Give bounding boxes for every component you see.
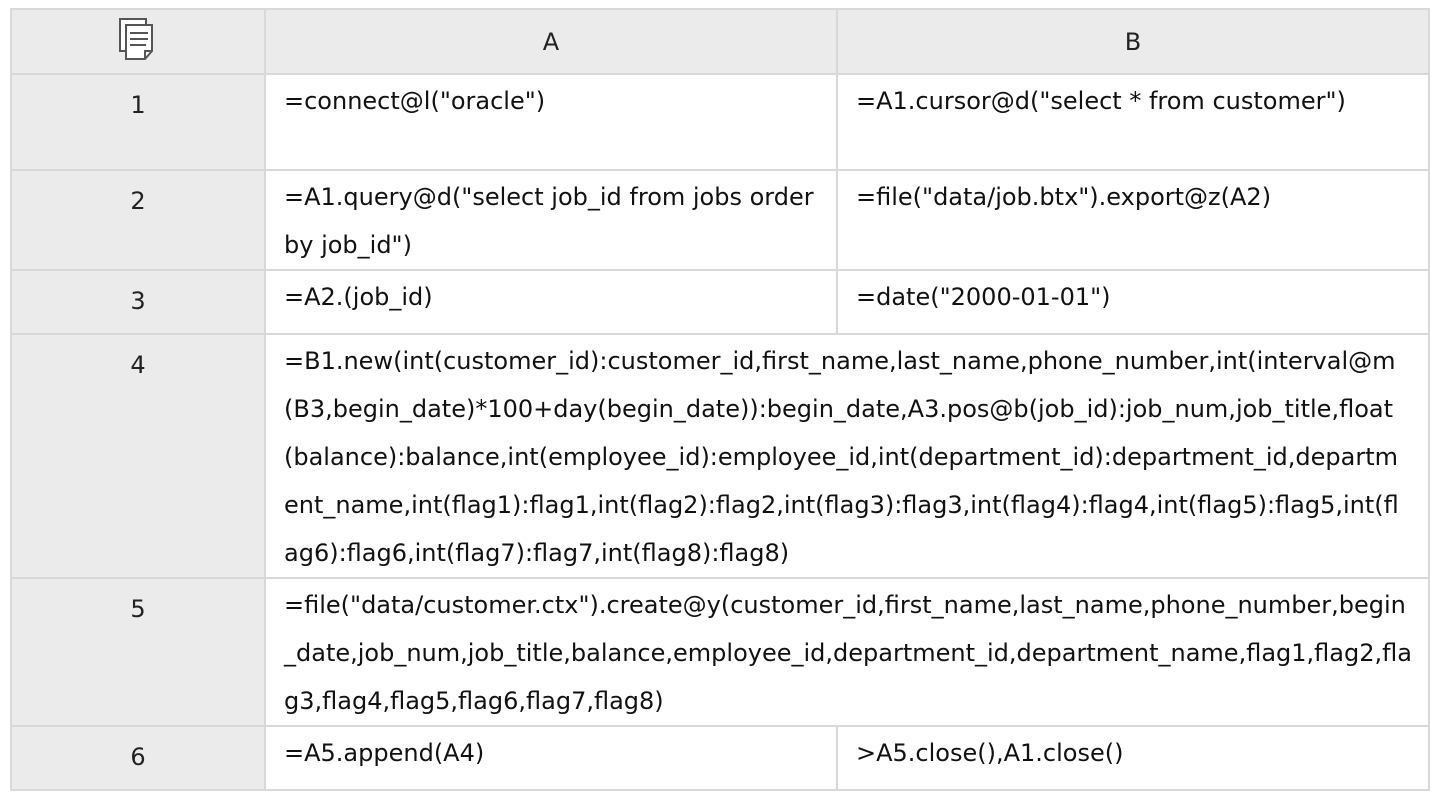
table-row: 3 =A2.(job_id) =date("2000-01-01") bbox=[10, 269, 1430, 335]
column-header-b[interactable]: B bbox=[836, 8, 1430, 75]
column-header-row: A B bbox=[10, 8, 1430, 75]
column-header-a[interactable]: A bbox=[264, 8, 838, 75]
cell-a3[interactable]: =A2.(job_id) bbox=[264, 269, 838, 335]
table-row: 1 =connect@l("oracle") =A1.cursor@d("sel… bbox=[10, 73, 1430, 171]
spreadsheet-grid: A B 1 =connect@l("oracle") =A1.cursor@d(… bbox=[10, 8, 1430, 791]
cell-a4[interactable]: =B1.new(int(customer_id):customer_id,fir… bbox=[264, 333, 1430, 579]
cell-a5[interactable]: =file("data/customer.ctx").create@y(cust… bbox=[264, 577, 1430, 727]
cell-b1[interactable]: =A1.cursor@d("select * from customer") bbox=[836, 73, 1430, 171]
cell-a1[interactable]: =connect@l("oracle") bbox=[264, 73, 838, 171]
row-header-3[interactable]: 3 bbox=[10, 269, 266, 335]
cell-a2[interactable]: =A1.query@d("select job_id from jobs ord… bbox=[264, 169, 838, 271]
table-row: 2 =A1.query@d("select job_id from jobs o… bbox=[10, 169, 1430, 271]
cell-b3[interactable]: =date("2000-01-01") bbox=[836, 269, 1430, 335]
row-header-1[interactable]: 1 bbox=[10, 73, 266, 171]
sheet-icon bbox=[119, 17, 153, 60]
table-row: 5 =file("data/customer.ctx").create@y(cu… bbox=[10, 577, 1430, 727]
select-all-corner[interactable] bbox=[10, 8, 266, 75]
row-header-2[interactable]: 2 bbox=[10, 169, 266, 271]
cell-b6[interactable]: >A5.close(),A1.close() bbox=[836, 725, 1430, 791]
table-row: 6 =A5.append(A4) >A5.close(),A1.close() bbox=[10, 725, 1430, 791]
row-header-5[interactable]: 5 bbox=[10, 577, 266, 727]
row-header-6[interactable]: 6 bbox=[10, 725, 266, 791]
row-header-4[interactable]: 4 bbox=[10, 333, 266, 579]
table-row: 4 =B1.new(int(customer_id):customer_id,f… bbox=[10, 333, 1430, 579]
cell-a6[interactable]: =A5.append(A4) bbox=[264, 725, 838, 791]
cell-b2[interactable]: =file("data/job.btx").export@z(A2) bbox=[836, 169, 1430, 271]
